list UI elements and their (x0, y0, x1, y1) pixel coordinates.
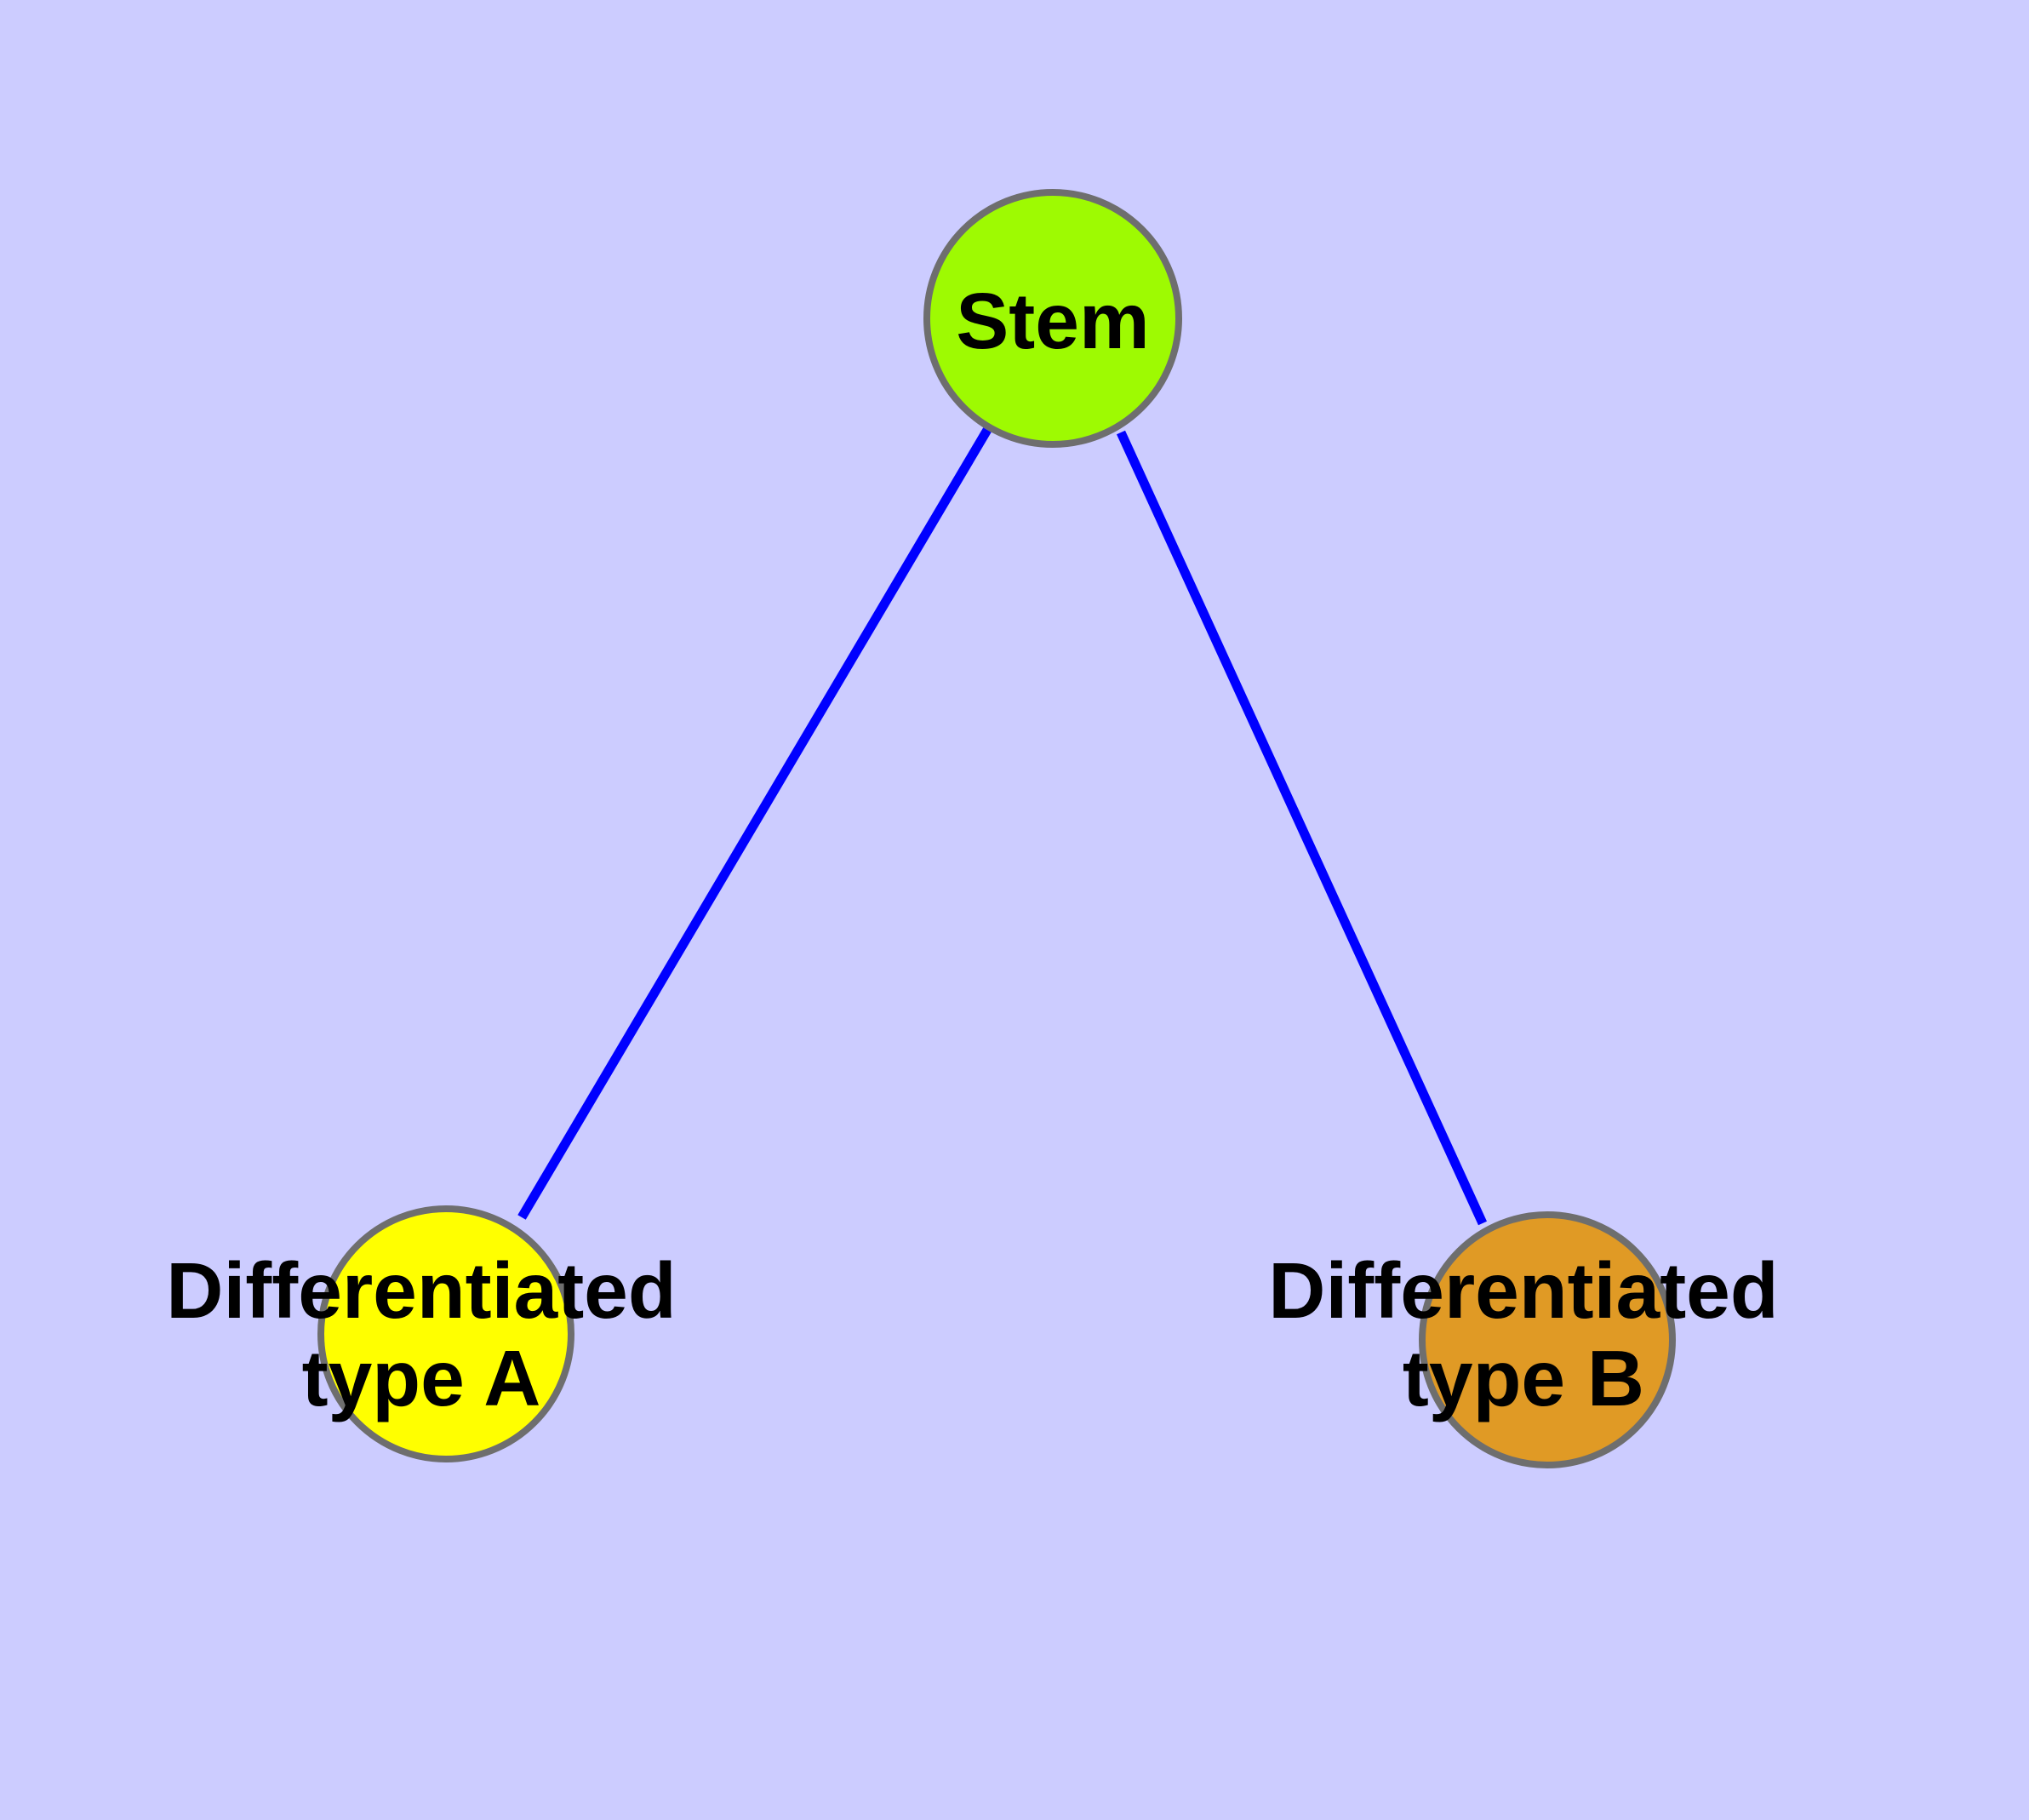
node-stem[interactable] (923, 189, 1182, 448)
node-diff-type-b[interactable] (1419, 1211, 1676, 1468)
node-label-line: Differentiated (166, 1246, 676, 1335)
node-label-line: type B (1403, 1334, 1644, 1422)
node-diff-type-a[interactable] (317, 1205, 574, 1462)
node-label-line: type A (302, 1334, 541, 1422)
node-label-line: Stem (956, 277, 1149, 365)
nodes-layer (317, 189, 1676, 1468)
edge-stem-to-type-a[interactable] (517, 427, 992, 1220)
node-label-stem: Stem (956, 277, 1149, 365)
node-label-line: Differentiated (1268, 1246, 1778, 1335)
edge-stem-to-type-b[interactable] (1116, 430, 1488, 1226)
edges-layer (517, 427, 1488, 1226)
